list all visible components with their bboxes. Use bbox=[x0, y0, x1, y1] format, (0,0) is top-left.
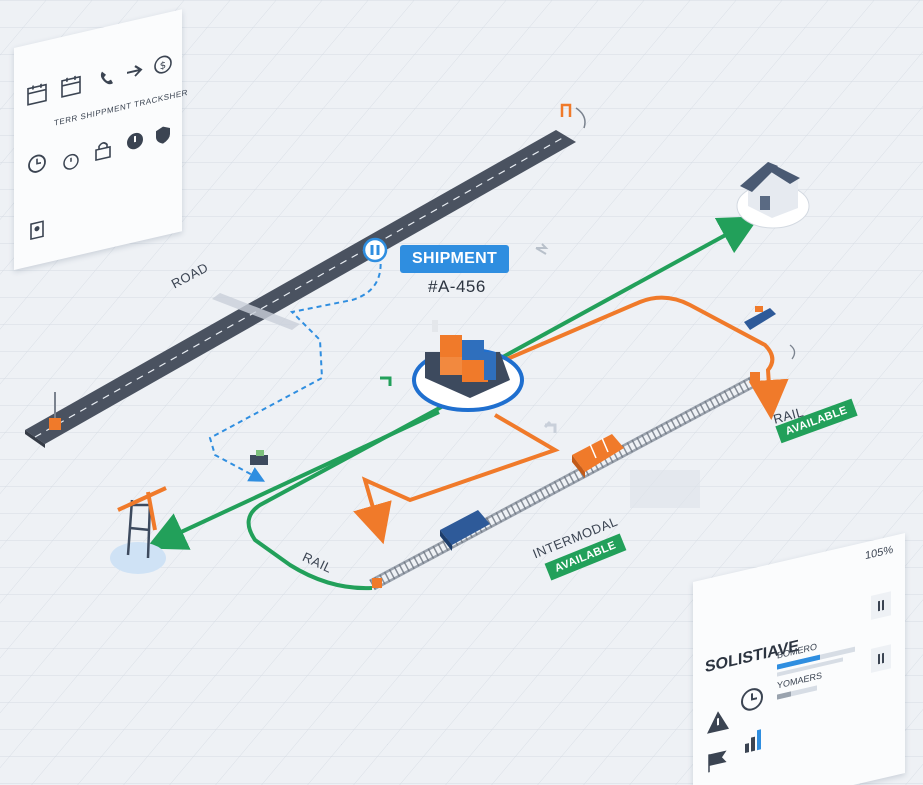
warehouse-icon bbox=[736, 162, 810, 229]
top-left-panel: $ TERR SHIPPMENT TRACKSHER bbox=[14, 9, 188, 271]
orange-route-right bbox=[504, 295, 789, 420]
blue-dashed-route bbox=[208, 254, 382, 482]
bar-chart-icon bbox=[741, 725, 767, 757]
clock-icon[interactable] bbox=[60, 148, 82, 175]
progress-bar-fill bbox=[777, 691, 791, 700]
status-panel: 105% SOLISTIAVE BOMERO YOMAERS bbox=[693, 533, 905, 785]
pause-icon[interactable] bbox=[871, 644, 891, 673]
phone-icon[interactable] bbox=[96, 64, 118, 91]
clock-icon[interactable] bbox=[26, 150, 48, 177]
road-marker-icon bbox=[49, 392, 61, 430]
shield-icon[interactable] bbox=[124, 128, 146, 155]
arrow-right-icon[interactable] bbox=[124, 58, 146, 85]
port-hub bbox=[412, 320, 524, 412]
flag-icon bbox=[705, 745, 731, 777]
status-percent: 105% bbox=[865, 543, 894, 563]
shipment-badge[interactable]: SHIPMENT bbox=[400, 245, 510, 273]
gate-icon bbox=[560, 103, 586, 129]
calendar-icon[interactable] bbox=[26, 80, 48, 107]
calendar-icon[interactable] bbox=[60, 72, 82, 99]
crane-icon bbox=[110, 486, 167, 574]
svg-text:$: $ bbox=[160, 60, 166, 72]
document-icon[interactable] bbox=[152, 121, 174, 148]
blue-train-icon bbox=[440, 510, 490, 551]
pause-icon[interactable] bbox=[871, 591, 891, 620]
rail-track bbox=[369, 372, 763, 591]
orange-route-left bbox=[353, 413, 560, 545]
clock-icon bbox=[739, 683, 765, 715]
loader-icon bbox=[250, 450, 268, 465]
orange-train-icon bbox=[572, 434, 624, 478]
warning-icon bbox=[705, 705, 731, 737]
briefcase-icon[interactable] bbox=[26, 216, 48, 243]
shipment-node-icon[interactable] bbox=[362, 237, 388, 263]
shipment-id: #A-456 bbox=[428, 277, 486, 296]
dollar-circle-icon[interactable]: $ bbox=[152, 51, 174, 78]
ship-icon bbox=[744, 306, 796, 360]
green-route-loop bbox=[246, 403, 446, 591]
green-route-main bbox=[469, 216, 760, 377]
lock-icon[interactable] bbox=[92, 137, 114, 164]
road bbox=[25, 130, 576, 448]
